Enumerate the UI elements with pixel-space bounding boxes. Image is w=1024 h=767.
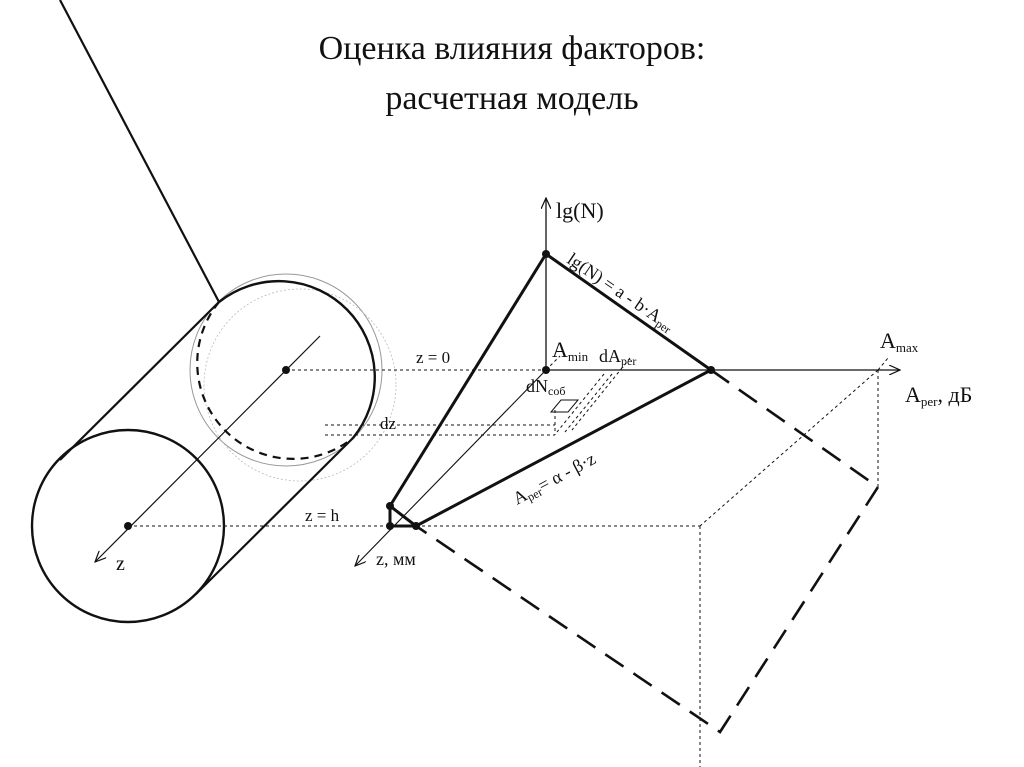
guide-lines bbox=[128, 355, 889, 767]
Amin-label: Amin bbox=[552, 337, 589, 364]
projection-dashed bbox=[415, 368, 880, 734]
title-line-2: расчетная модель bbox=[385, 80, 639, 117]
key-points bbox=[386, 250, 715, 530]
z-axis-label: z, мм bbox=[376, 549, 416, 569]
Amax-label: Amax bbox=[880, 328, 919, 355]
dz-label: dz bbox=[380, 414, 397, 433]
equation-Aper: Aper= α - β·z bbox=[509, 448, 599, 510]
back-circle-hidden bbox=[196, 301, 354, 460]
z0-label: z = 0 bbox=[416, 348, 450, 367]
dN-label: dNсоб bbox=[526, 376, 565, 398]
dAper-label: dAper bbox=[599, 346, 636, 368]
cylinder-bottom-edge bbox=[195, 437, 354, 595]
equation-lgN: lg(N) = a - b·Aper bbox=[563, 249, 678, 337]
dN-element-icon bbox=[549, 399, 580, 413]
cylinder-top-edge bbox=[59, 301, 220, 461]
Aper-axis-label: Aper, дБ bbox=[905, 382, 972, 409]
cylinder-z-axis bbox=[95, 335, 321, 562]
title-line-1: Оценка влияния факторов: bbox=[318, 30, 706, 67]
zh-label: z = h bbox=[305, 506, 340, 525]
lgN-axis-label: lg(N) bbox=[556, 198, 604, 223]
z-axis bbox=[355, 369, 547, 566]
cylinder bbox=[30, 0, 397, 624]
cylinder-ghost-circle-2 bbox=[203, 288, 397, 482]
cylinder-z-label: z bbox=[116, 553, 125, 575]
model-triangle bbox=[388, 252, 712, 528]
back-circle-visible bbox=[218, 279, 376, 439]
